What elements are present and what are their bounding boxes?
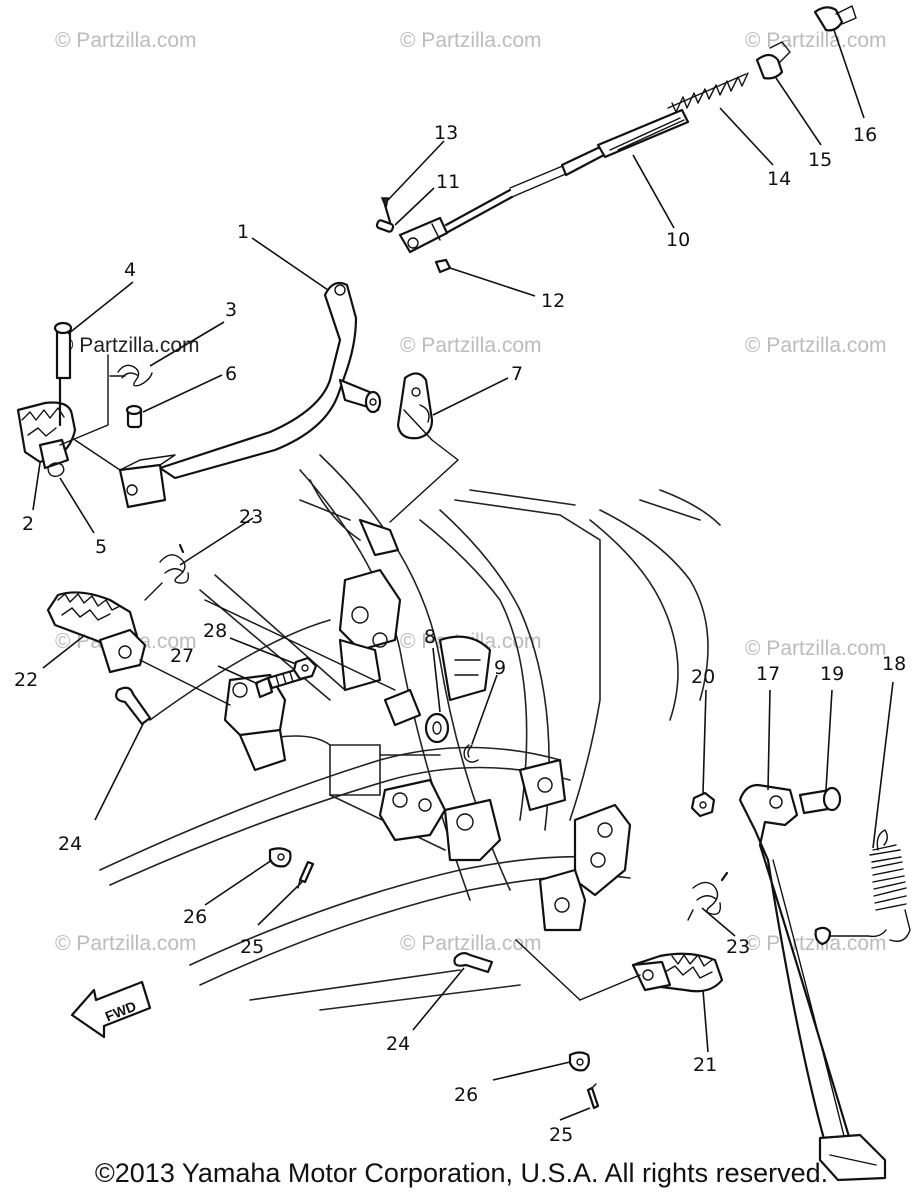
- part-label-23-right: 23: [726, 936, 750, 958]
- part-label-4: 4: [124, 259, 136, 281]
- watermark: © Partzilla.com: [745, 637, 887, 660]
- part-label-23-left: 23: [239, 506, 263, 528]
- fasteners: [115, 686, 600, 1110]
- motorcycle-frame: [99, 454, 721, 1011]
- bolt-and-nut: [204, 599, 396, 699]
- part-label-10: 10: [666, 229, 690, 251]
- part-label-22: 22: [14, 669, 38, 691]
- part-label-6: 6: [225, 363, 237, 385]
- watermark: © Partzilla.com: [400, 29, 542, 52]
- part-label-17: 17: [756, 663, 780, 685]
- part-label-18: 18: [882, 653, 906, 675]
- copyright-notice: ©2013 Yamaha Motor Corporation, U.S.A. A…: [94, 1158, 829, 1188]
- sidestand-assembly: [690, 783, 911, 1182]
- watermark: © Partzilla.com: [745, 29, 887, 52]
- brake-rod-assembly: [375, 5, 857, 274]
- watermark: © Partzilla.com: [745, 334, 887, 357]
- part-label-15: 15: [808, 149, 832, 171]
- watermark: © Partzilla.com: [55, 29, 197, 52]
- part-label-20: 20: [691, 666, 715, 688]
- part-label-21: 21: [693, 1054, 717, 1076]
- part-label-12: 12: [541, 290, 565, 312]
- leader-lines: [32, 29, 894, 1121]
- washer-and-clip: [424, 712, 479, 763]
- part-label-25-right: 25: [549, 1124, 573, 1146]
- part-label-16: 16: [853, 124, 877, 146]
- part-label-2: 2: [22, 513, 34, 535]
- part-label-3: 3: [225, 299, 237, 321]
- part-label-27: 27: [170, 645, 194, 667]
- left-footrest: [46, 543, 231, 706]
- part-label-1: 1: [237, 221, 249, 243]
- fwd-arrow-icon: FWD: [70, 980, 152, 1039]
- part-label-13: 13: [434, 122, 458, 144]
- part-label-8: 8: [424, 626, 436, 648]
- part-label-9: 9: [494, 657, 506, 679]
- watermark: © Partzilla.com: [55, 932, 197, 955]
- watermark-dark: © Partzilla.com: [58, 334, 200, 357]
- part-label-19: 19: [820, 663, 844, 685]
- part-label-28: 28: [203, 620, 227, 642]
- part-labels: 1 2 3 4 5 6 7 8 9 10 11 12 13 14 15 16 1…: [14, 122, 906, 1146]
- part-label-14: 14: [767, 168, 791, 190]
- part-label-26-left: 26: [183, 906, 207, 928]
- pedal-tip-assembly: [16, 321, 153, 477]
- spring-hook-plate: [389, 372, 459, 523]
- part-label-26-right: 26: [454, 1084, 478, 1106]
- brake-pedal: [118, 281, 382, 509]
- part-label-24-right: 24: [386, 1033, 410, 1055]
- watermark: © Partzilla.com: [400, 334, 542, 357]
- part-label-25-left: 25: [240, 936, 264, 958]
- watermark: © Partzilla.com: [400, 932, 542, 955]
- part-label-24-left: 24: [58, 833, 82, 855]
- part-label-7: 7: [511, 363, 523, 385]
- part-label-11: 11: [436, 171, 460, 193]
- part-label-5: 5: [95, 536, 107, 558]
- right-footrest: [515, 871, 729, 1001]
